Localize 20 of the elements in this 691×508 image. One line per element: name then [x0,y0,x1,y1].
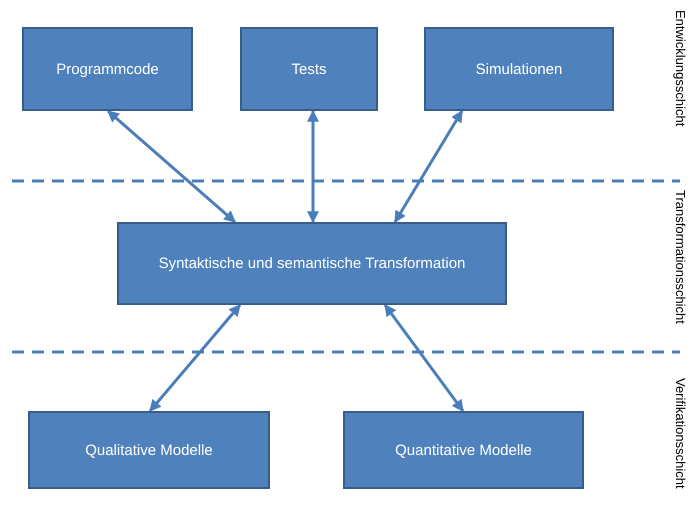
box-label: Qualitative Modelle [85,442,213,458]
box-label: Quantitative Modelle [395,442,532,458]
box-label: Tests [291,60,326,78]
process-box [240,27,378,111]
double-arrow [148,304,242,412]
box-label: Simulationen [476,60,562,78]
process-box [117,222,507,305]
double-arrow [384,304,464,412]
box-label: Syntaktische und semantische Transformation [158,255,466,272]
box-label: Programmcode [56,60,159,78]
process-box [424,27,614,111]
double-arrow [394,110,464,224]
process-box [28,411,270,489]
layer-label: Transformationsschicht [673,190,688,324]
layer-label: Entwicklungsschicht [673,10,688,126]
layer-label: Verifikationsschicht [673,378,688,489]
process-box [22,27,193,111]
process-box [343,411,584,489]
double-arrow [107,110,236,224]
double-arrow [307,110,319,224]
